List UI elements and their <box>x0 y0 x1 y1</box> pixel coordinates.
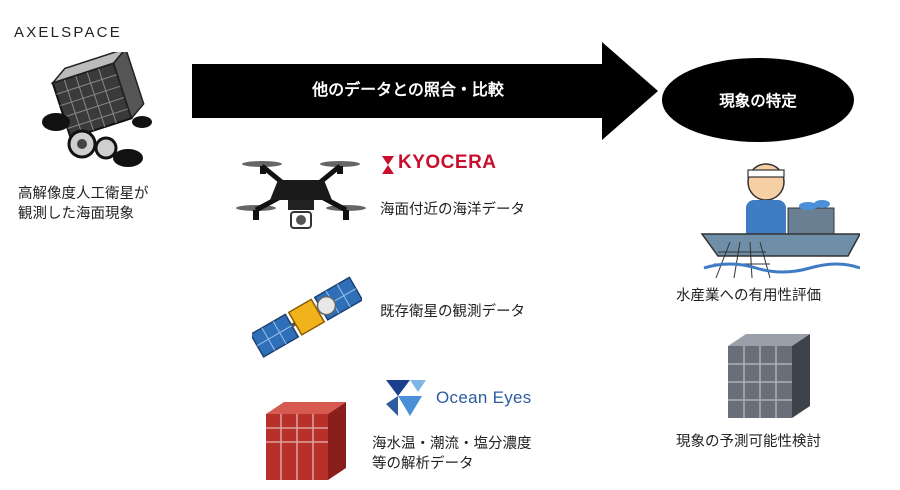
kyocera-logo: KYOCERA <box>398 152 497 173</box>
ocean-eyes-logo-mark <box>386 380 426 416</box>
ocean-data-caption: 海面付近の海洋データ <box>380 202 525 218</box>
prediction-feasibility-caption: 現象の予測可能性検討 <box>676 434 821 450</box>
satellite-icon <box>42 52 152 167</box>
phenomenon-identification-ellipse: 現象の特定 <box>662 58 854 142</box>
fisheries-evaluation-caption: 水産業への有用性評価 <box>676 288 821 304</box>
ocean-eyes-logo: Ocean Eyes <box>436 388 532 407</box>
drone-icon <box>236 161 366 229</box>
kyocera-logo-mark <box>380 154 396 180</box>
comparison-arrow-label: 他のデータとの照合・比較 <box>312 80 504 99</box>
source-caption-line2: 観測した海面現象 <box>18 206 134 222</box>
comparison-arrow <box>192 42 658 140</box>
server-stack-red-icon <box>266 402 346 480</box>
satellite-panels-icon <box>252 276 362 358</box>
fisherman-icon <box>700 163 860 279</box>
analysis-data-caption-line2: 等の解析データ <box>372 456 474 472</box>
server-stack-gray-icon <box>728 334 810 418</box>
existing-satellite-caption: 既存衛星の観測データ <box>380 304 525 320</box>
source-caption-line1: 高解像度人工衛星が <box>18 186 149 202</box>
axelspace-logo: AXELSPACE <box>14 24 122 41</box>
phenomenon-identification-label: 現象の特定 <box>719 92 797 110</box>
analysis-data-caption-line1: 海水温・潮流・塩分濃度 <box>372 436 532 452</box>
